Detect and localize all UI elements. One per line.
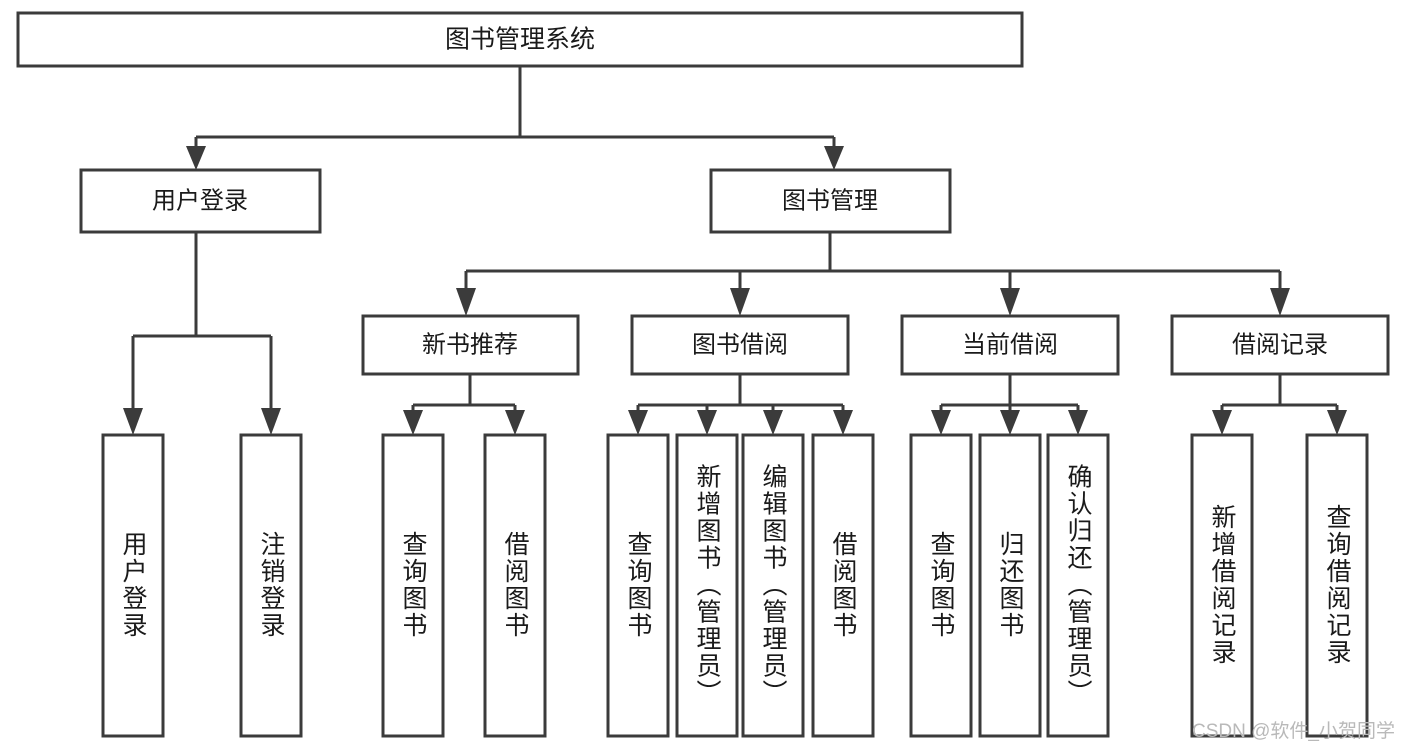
node-root-box[interactable] [16,11,1024,68]
leaf-borrow-record-add[interactable]: 新增借阅记录 [1190,433,1254,738]
edge-layer [123,66,1347,435]
arrow-to-currentborrow-leaf-1 [931,410,951,435]
leaf-book-borrow-edit-box[interactable] [741,433,805,738]
node-user-login[interactable]: 用户登录 [79,168,322,234]
node-current-borrow-label: 当前借阅 [962,331,1058,358]
node-current-borrow[interactable]: 当前借阅 [900,314,1120,376]
arrow-to-borrowrecord-leaf-2 [1327,410,1347,435]
leaf-borrow-record-add-label: 新增借阅记录 [1208,504,1237,666]
leaf-user-login-logout-box[interactable] [239,433,303,738]
node-book-manage-box[interactable] [709,168,952,234]
leaf-book-borrow-borrow-label: 借阅图书 [829,531,858,639]
node-borrow-record[interactable]: 借阅记录 [1170,314,1390,376]
leaf-user-login-login-box[interactable] [101,433,165,738]
leaf-current-borrow-confirm-label: 确认归还（管理员） [1064,464,1093,707]
leaf-current-borrow-return-box[interactable] [978,433,1042,738]
arrow-to-bookborrow-leaf-2 [697,410,717,435]
leaf-new-book-search-label: 查询图书 [399,531,428,639]
leaf-book-borrow-borrow-box[interactable] [811,433,875,738]
node-book-borrow-label: 图书借阅 [692,331,788,358]
arrow-to-current-borrow [1000,288,1020,316]
node-user-login-box[interactable] [79,168,322,234]
leaf-book-borrow-edit[interactable]: 编辑图书（管理员） [741,433,805,738]
arrow-to-bookborrow-leaf-1 [628,410,648,435]
node-root[interactable]: 图书管理系统 [16,11,1024,68]
arrow-to-new-book [456,288,476,316]
leaf-borrow-record-search-box[interactable] [1305,433,1369,738]
arrow-to-leaf-logout [261,408,281,435]
node-root-label: 图书管理系统 [445,26,595,54]
leaf-new-book-borrow[interactable]: 借阅图书 [483,433,547,738]
leaf-new-book-borrow-label: 借阅图书 [501,531,530,639]
leaf-book-borrow-search-label: 查询图书 [624,531,653,639]
arrow-to-leaf-user-login [123,408,143,435]
arrow-to-newbook-leaf-1 [403,410,423,435]
node-book-borrow[interactable]: 图书借阅 [630,314,850,376]
arrow-to-bookborrow-leaf-3 [763,410,783,435]
node-new-book-box[interactable] [361,314,580,376]
leaf-book-borrow-search[interactable]: 查询图书 [606,433,670,738]
arrow-to-currentborrow-leaf-3 [1068,410,1088,435]
leaf-book-borrow-search-box[interactable] [606,433,670,738]
arrow-to-book-manage [824,146,844,170]
node-book-borrow-box[interactable] [630,314,850,376]
leaf-user-login-login[interactable]: 用户登录 [101,433,165,738]
leaf-borrow-record-search[interactable]: 查询借阅记录 [1305,433,1369,738]
leaf-user-login-logout[interactable]: 注销登录 [239,433,303,738]
arrow-to-borrow-record [1270,288,1290,316]
leaf-new-book-borrow-box[interactable] [483,433,547,738]
leaf-user-login-login-label: 用户登录 [119,531,148,639]
node-book-manage[interactable]: 图书管理 [709,168,952,234]
leaf-borrow-record-add-box[interactable] [1190,433,1254,738]
leaf-book-borrow-add-label: 新增图书（管理员） [693,464,722,707]
node-book-manage-label: 图书管理 [782,187,878,214]
arrow-to-borrowrecord-leaf-1 [1212,410,1232,435]
leaf-current-borrow-return[interactable]: 归还图书 [978,433,1042,738]
arrow-to-bookborrow-leaf-4 [833,410,853,435]
leaf-borrow-record-search-label: 查询借阅记录 [1323,504,1352,666]
arrow-to-newbook-leaf-2 [505,410,525,435]
leaf-current-borrow-search-box[interactable] [909,433,973,738]
leaf-book-borrow-add[interactable]: 新增图书（管理员） [675,433,739,738]
leaf-current-borrow-confirm-box[interactable] [1046,433,1110,738]
arrow-to-book-borrow [730,288,750,316]
arrow-to-currentborrow-leaf-2 [1000,410,1020,435]
leaf-new-book-search[interactable]: 查询图书 [381,433,445,738]
node-borrow-record-label: 借阅记录 [1232,331,1328,358]
leaf-current-borrow-search-label: 查询图书 [927,531,956,639]
node-current-borrow-box[interactable] [900,314,1120,376]
arrow-to-user-login [186,146,206,170]
node-borrow-record-box[interactable] [1170,314,1390,376]
node-new-book-label: 新书推荐 [422,331,518,358]
leaf-current-borrow-search[interactable]: 查询图书 [909,433,973,738]
leaf-book-borrow-add-box[interactable] [675,433,739,738]
leaf-new-book-search-box[interactable] [381,433,445,738]
node-user-login-label: 用户登录 [152,187,248,214]
leaf-current-borrow-confirm[interactable]: 确认归还（管理员） [1046,433,1110,738]
node-new-book[interactable]: 新书推荐 [361,314,580,376]
leaf-user-login-logout-label: 注销登录 [257,531,286,639]
leaf-book-borrow-edit-label: 编辑图书（管理员） [759,464,788,707]
leaf-current-borrow-return-label: 归还图书 [996,531,1025,639]
leaf-book-borrow-borrow[interactable]: 借阅图书 [811,433,875,738]
